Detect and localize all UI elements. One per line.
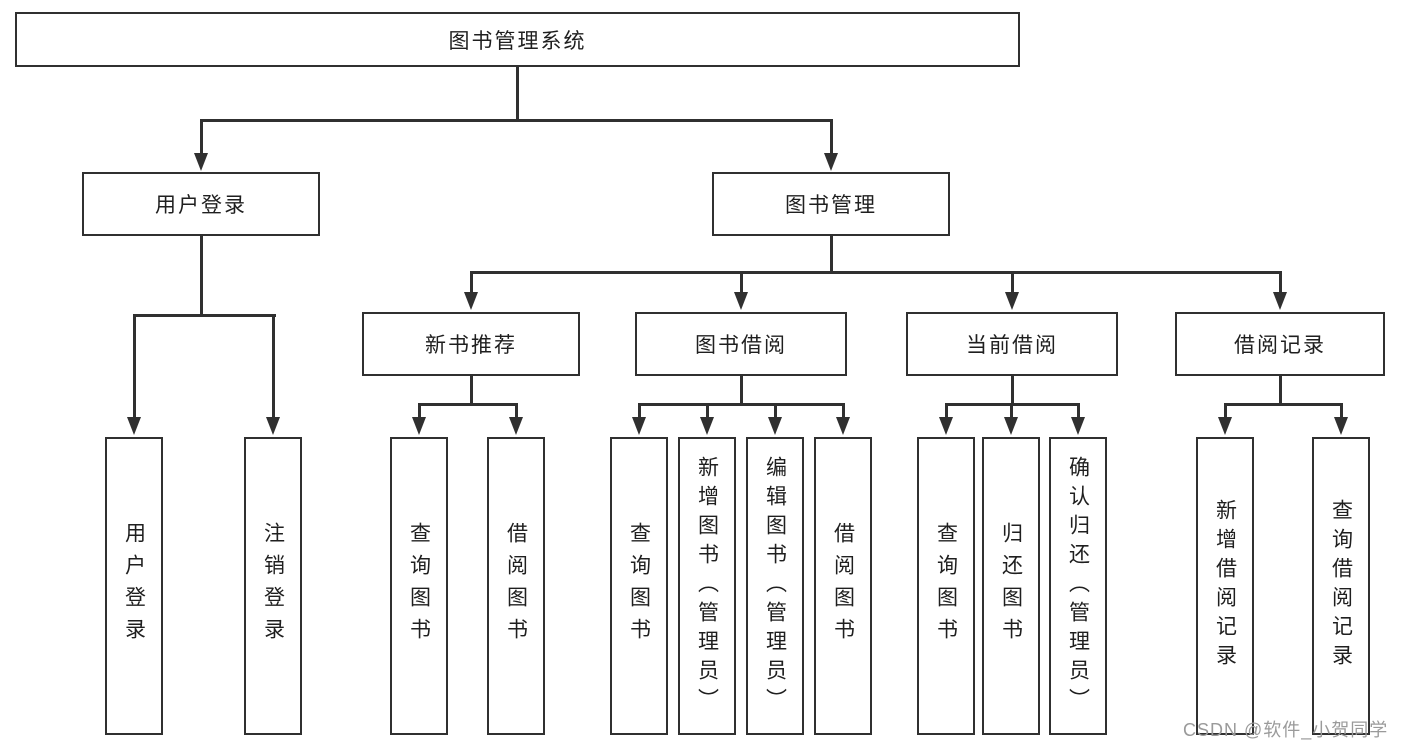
- node-label: 查询图书: [407, 522, 431, 650]
- leaf-query-books-borrowing: 查询图书: [610, 437, 668, 735]
- node-label: 借阅记录: [1234, 334, 1326, 357]
- node-label: 编辑图书（管理员）: [763, 455, 787, 717]
- connector-line: [1223, 403, 1343, 406]
- connector-line: [841, 403, 845, 419]
- leaf-return-books: 归还图书: [982, 437, 1040, 735]
- arrow-down-icon: [1071, 417, 1085, 435]
- arrow-down-icon: [1273, 292, 1287, 310]
- connector-line: [705, 403, 709, 419]
- node-label: 新书推荐: [425, 334, 517, 357]
- node-book-borrowing: 图书借阅: [635, 312, 847, 376]
- node-library-management-system: 图书管理系统: [15, 12, 1020, 67]
- leaf-edit-book-admin: 编辑图书（管理员）: [746, 437, 804, 735]
- arrow-down-icon: [939, 417, 953, 435]
- node-borrowing-records: 借阅记录: [1175, 312, 1385, 376]
- connector-line: [199, 119, 203, 155]
- connector-line: [773, 403, 777, 419]
- arrow-down-icon: [464, 292, 478, 310]
- node-label: 新增借阅记录: [1213, 499, 1237, 673]
- arrow-down-icon: [1005, 292, 1019, 310]
- node-label: 用户登录: [122, 522, 146, 650]
- connector-line: [132, 314, 276, 317]
- node-label: 当前借阅: [966, 334, 1058, 357]
- connector-line: [829, 236, 833, 274]
- connector-line: [1076, 403, 1080, 419]
- leaf-add-borrow-record: 新增借阅记录: [1196, 437, 1254, 735]
- leaf-user-login: 用户登录: [105, 437, 163, 735]
- arrow-down-icon: [412, 417, 426, 435]
- connector-line: [514, 403, 518, 419]
- leaf-borrow-books: 借阅图书: [814, 437, 872, 735]
- arrow-down-icon: [1218, 417, 1232, 435]
- connector-line: [199, 236, 203, 317]
- connector-line: [944, 403, 948, 419]
- connector-line: [469, 271, 473, 294]
- connector-line: [469, 376, 473, 406]
- csdn-watermark: CSDN @软件_小贺同学: [1183, 720, 1389, 740]
- arrow-down-icon: [836, 417, 850, 435]
- connector-line: [469, 271, 1282, 274]
- node-label: 借阅图书: [831, 522, 855, 650]
- node-label: 图书管理系统: [448, 29, 587, 53]
- arrow-down-icon: [700, 417, 714, 435]
- connector-line: [271, 314, 275, 419]
- arrow-down-icon: [632, 417, 646, 435]
- node-label: 归还图书: [999, 522, 1023, 650]
- node-label: 查询借阅记录: [1329, 499, 1353, 673]
- node-label: 图书管理: [785, 194, 877, 217]
- node-label: 借阅图书: [504, 522, 528, 650]
- arrow-down-icon: [824, 153, 838, 171]
- connector-line: [829, 119, 833, 155]
- connector-line: [1278, 271, 1282, 294]
- node-current-borrowing: 当前借阅: [906, 312, 1118, 376]
- connector-line: [1278, 376, 1282, 406]
- leaf-logout: 注销登录: [244, 437, 302, 735]
- node-label: 新增图书（管理员）: [695, 455, 719, 717]
- connector-line: [515, 67, 519, 119]
- connector-line: [1010, 271, 1014, 294]
- leaf-confirm-return-admin: 确认归还（管理员）: [1049, 437, 1107, 735]
- connector-line: [1339, 403, 1343, 419]
- arrow-down-icon: [1004, 417, 1018, 435]
- node-user-login: 用户登录: [82, 172, 320, 236]
- connector-line: [739, 271, 743, 294]
- connector-line: [132, 314, 136, 419]
- leaf-add-book-admin: 新增图书（管理员）: [678, 437, 736, 735]
- node-label: 图书借阅: [695, 334, 787, 357]
- arrow-down-icon: [194, 153, 208, 171]
- leaf-query-borrow-record: 查询借阅记录: [1312, 437, 1370, 735]
- connector-line: [417, 403, 421, 419]
- leaf-query-books-recommend: 查询图书: [390, 437, 448, 735]
- node-label: 查询图书: [627, 522, 651, 650]
- node-label: 用户登录: [155, 194, 247, 217]
- node-book-management: 图书管理: [712, 172, 950, 236]
- connector-line: [637, 403, 641, 419]
- connector-line: [1009, 403, 1013, 419]
- connector-line: [199, 119, 833, 122]
- arrow-down-icon: [1334, 417, 1348, 435]
- arrow-down-icon: [266, 417, 280, 435]
- arrow-down-icon: [127, 417, 141, 435]
- arrow-down-icon: [509, 417, 523, 435]
- leaf-query-books-current: 查询图书: [917, 437, 975, 735]
- connector-line: [1010, 376, 1014, 406]
- connector-line: [417, 403, 518, 406]
- node-label: 注销登录: [261, 522, 285, 650]
- arrow-down-icon: [768, 417, 782, 435]
- connector-line: [637, 403, 845, 406]
- connector-line: [1223, 403, 1227, 419]
- node-label: 确认归还（管理员）: [1066, 455, 1090, 717]
- arrow-down-icon: [734, 292, 748, 310]
- node-label: 查询图书: [934, 522, 958, 650]
- node-new-book-recommendation: 新书推荐: [362, 312, 580, 376]
- connector-line: [739, 376, 743, 406]
- leaf-borrow-books-recommend: 借阅图书: [487, 437, 545, 735]
